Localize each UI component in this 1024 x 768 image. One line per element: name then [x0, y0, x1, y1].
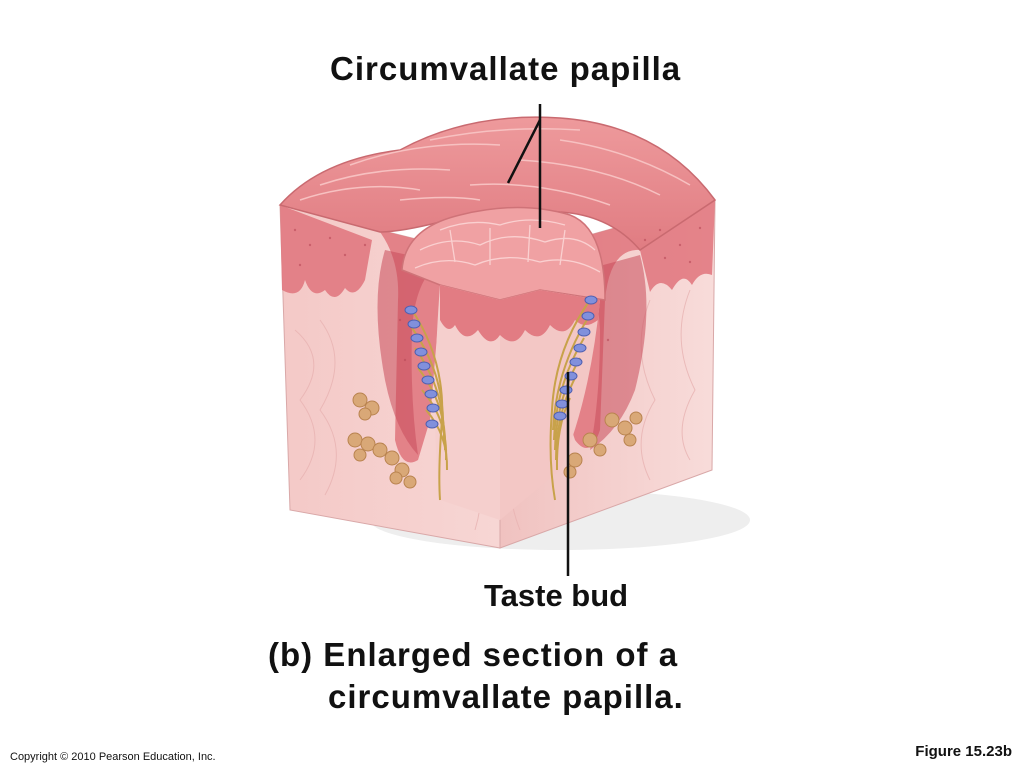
papilla-dome-cells	[414, 219, 601, 273]
trench-right	[585, 255, 647, 450]
figure-number: Figure 15.23b	[915, 743, 1012, 760]
papilla-body	[435, 285, 500, 520]
taste-bud-label: Taste bud	[484, 578, 629, 613]
circumvallate-papilla-label: Circumvallate papilla	[330, 50, 682, 87]
taste-buds	[404, 295, 598, 429]
caption-line-1: (b) Enlarged section of a	[268, 636, 679, 673]
papilla-dome	[401, 206, 606, 301]
serous-glands	[347, 392, 643, 489]
caption-line-2: circumvallate papilla.	[328, 678, 684, 715]
epithelium-speckle	[293, 226, 702, 362]
trench-left	[377, 250, 440, 455]
figure-caption: (b) Enlarged section of a circumvallate …	[268, 634, 684, 718]
papilla-epithelium	[440, 285, 600, 342]
surface-cell-pattern	[299, 128, 691, 206]
copyright-notice: Copyright © 2010 Pearson Education, Inc.	[10, 751, 216, 763]
leader-lines	[506, 104, 570, 576]
